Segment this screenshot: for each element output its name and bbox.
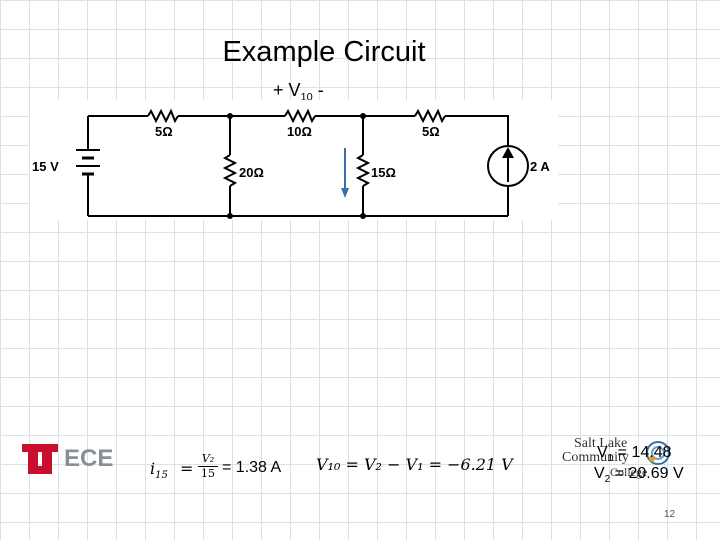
slide-title: Example Circuit — [222, 36, 426, 68]
eq-i15-result: = 1.38 A — [222, 459, 282, 476]
current-direction-arrow-icon — [341, 188, 349, 198]
college-logo: Salt Lake Community College — [562, 437, 672, 479]
college-logo-line2: Community — [562, 450, 629, 465]
node-2 — [360, 113, 366, 119]
label-r5-left: 5Ω — [155, 124, 173, 139]
resistor-20 — [222, 154, 238, 187]
battery-icon — [76, 146, 100, 182]
page-number: 12 — [664, 509, 676, 520]
frac-numerator: V₂ — [198, 452, 218, 467]
swirl-icon — [646, 441, 670, 465]
label-15v: 15 V — [32, 159, 59, 174]
label-2a: 2 A — [530, 159, 550, 174]
frac-denominator: 15 — [201, 467, 215, 480]
eq-i15-lhs: i15 — [150, 459, 168, 482]
eq-i15-equals: = — [180, 459, 194, 478]
eq-i15-fraction: V₂ 15 — [198, 452, 218, 480]
circuit-diagram: 15 V 5Ω 10Ω 5Ω 20Ω 15Ω 2 A — [30, 100, 558, 220]
v10-prefix: + V — [273, 80, 301, 100]
college-logo-line3: College — [610, 465, 648, 479]
resistor-15 — [355, 154, 371, 187]
label-r10: 10Ω — [287, 124, 312, 139]
resistor-10 — [284, 108, 316, 124]
current-arrow-icon — [502, 147, 514, 158]
v1-result: V1 = 14.48 — [597, 444, 672, 465]
label-r15: 15Ω — [371, 165, 396, 180]
resistor-5-right — [414, 108, 446, 124]
label-r20: 20Ω — [239, 165, 264, 180]
v10-suffix: - — [312, 80, 324, 100]
college-logo-line1: Salt Lake — [574, 436, 628, 451]
v2-result: V2 = 20.69 V — [594, 465, 684, 486]
eq-v10: V₁₀ = V₂ − V₁ = −6.21 V — [316, 455, 513, 474]
ece-logo-text: ECE — [64, 445, 113, 472]
node-1 — [227, 113, 233, 119]
resistor-5-left — [147, 108, 179, 124]
label-r5-right: 5Ω — [422, 124, 440, 139]
ece-logo: ECE — [22, 440, 122, 481]
current-source — [487, 145, 529, 187]
